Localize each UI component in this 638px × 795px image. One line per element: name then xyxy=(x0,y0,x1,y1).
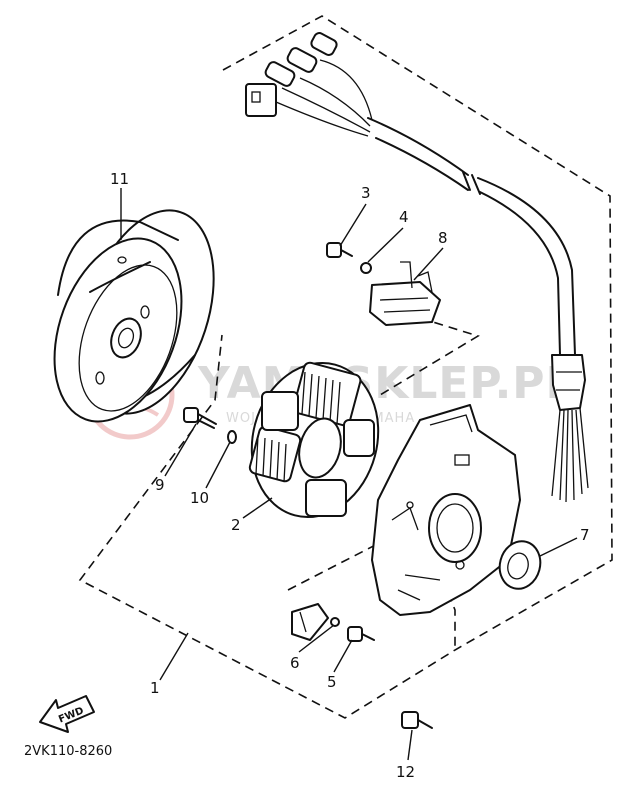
leader-3 xyxy=(339,203,367,247)
leader-10 xyxy=(205,441,231,489)
washer-near-part-6 xyxy=(330,617,340,627)
clamp-part-6 xyxy=(291,603,329,641)
bolt-part-9 xyxy=(183,407,217,429)
callout-2: 2 xyxy=(231,516,241,534)
rotor-part-11 xyxy=(53,209,215,423)
callout-10: 10 xyxy=(190,489,209,507)
switch-subgroup-boundary xyxy=(379,317,480,396)
leader-1 xyxy=(159,632,189,681)
stator-base-plate xyxy=(371,404,521,616)
callout-1: 1 xyxy=(150,679,160,697)
callout-9: 9 xyxy=(155,476,165,494)
leader-7 xyxy=(539,537,578,557)
leader-4 xyxy=(367,227,404,263)
washer-part-10 xyxy=(227,430,237,444)
callout-3: 3 xyxy=(361,184,371,202)
leader-12 xyxy=(407,729,413,761)
callout-7: 7 xyxy=(580,526,590,544)
wire-harness xyxy=(245,32,589,503)
screw-part-3 xyxy=(326,242,353,258)
diagram-code: 2VK110-8260 xyxy=(24,744,112,759)
leader-2 xyxy=(242,497,273,519)
screw-part-5 xyxy=(347,626,375,642)
bolt-part-12 xyxy=(401,711,433,729)
oil-seal-part-7 xyxy=(498,540,542,590)
stator-part-2 xyxy=(248,361,380,519)
leader-5 xyxy=(333,639,353,673)
assembly-boundary xyxy=(78,15,613,719)
callout-8: 8 xyxy=(438,229,448,247)
callout-5: 5 xyxy=(327,673,337,691)
leader-9 xyxy=(164,423,197,477)
callout-12: 12 xyxy=(396,763,415,781)
callout-11: 11 xyxy=(110,170,129,188)
callout-4: 4 xyxy=(399,208,409,226)
fwd-arrow-icon: FWD xyxy=(39,695,95,733)
watermark-brand: YAMASKLEP.PL xyxy=(197,358,575,409)
leader-6 xyxy=(298,624,335,653)
leader-8 xyxy=(413,247,444,281)
callout-6: 6 xyxy=(290,654,300,672)
switch-part-8 xyxy=(369,261,441,326)
washer-part-4 xyxy=(360,262,372,274)
